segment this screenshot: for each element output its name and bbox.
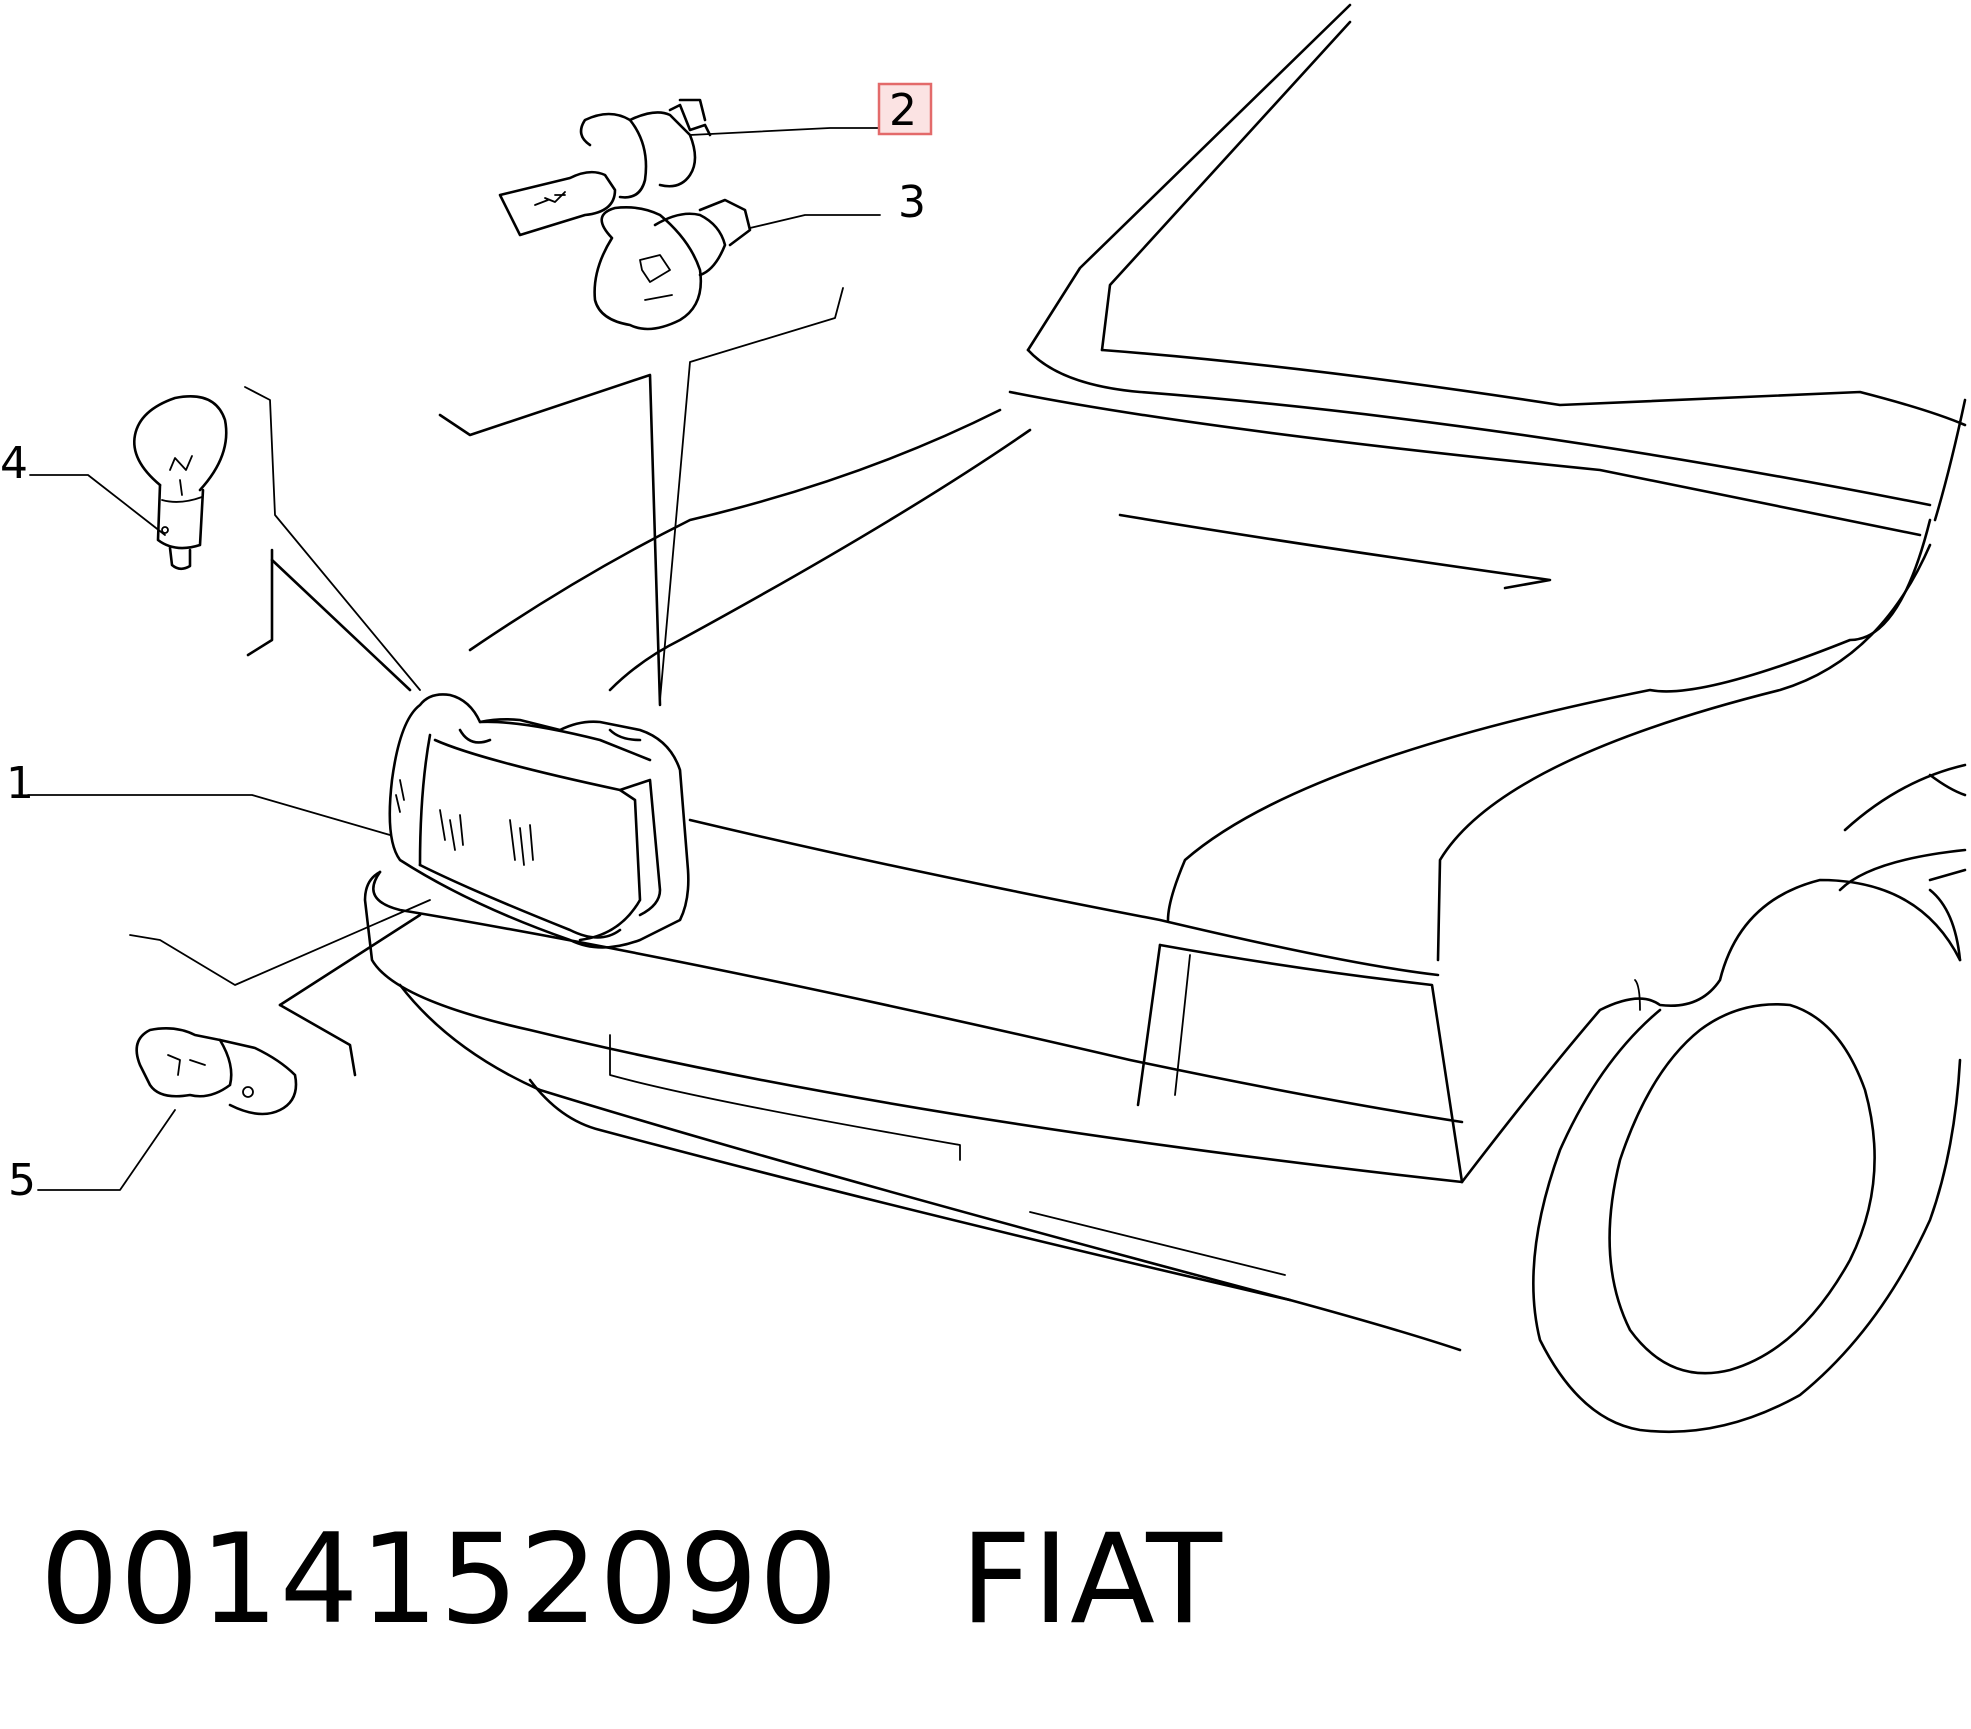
halogen-bulb [498,98,712,237]
headlamp-assembly [388,693,690,949]
callout-labels: 2 3 4 1 5 [0,82,933,1206]
callout-4[interactable]: 4 [0,438,28,489]
assembly-bracket-lines [129,287,844,1077]
part-number: 0014152090 [40,1508,839,1652]
callout-3[interactable]: 3 [898,177,926,228]
callout-2[interactable]: 2 [889,85,917,136]
callout-5[interactable]: 5 [8,1155,36,1206]
wedge-bulb [593,198,752,331]
caption-separator [839,1508,960,1652]
highlight-box [877,82,933,136]
callout-leaders [27,127,881,1191]
small-bayonet-bulb [135,1027,298,1116]
brand-name: FIAT [960,1508,1224,1652]
part-caption: 0014152090 FIAT [40,1508,1223,1652]
callout-1[interactable]: 1 [6,758,34,809]
bayonet-bulb [132,395,228,571]
car-outline [363,3,1967,1434]
